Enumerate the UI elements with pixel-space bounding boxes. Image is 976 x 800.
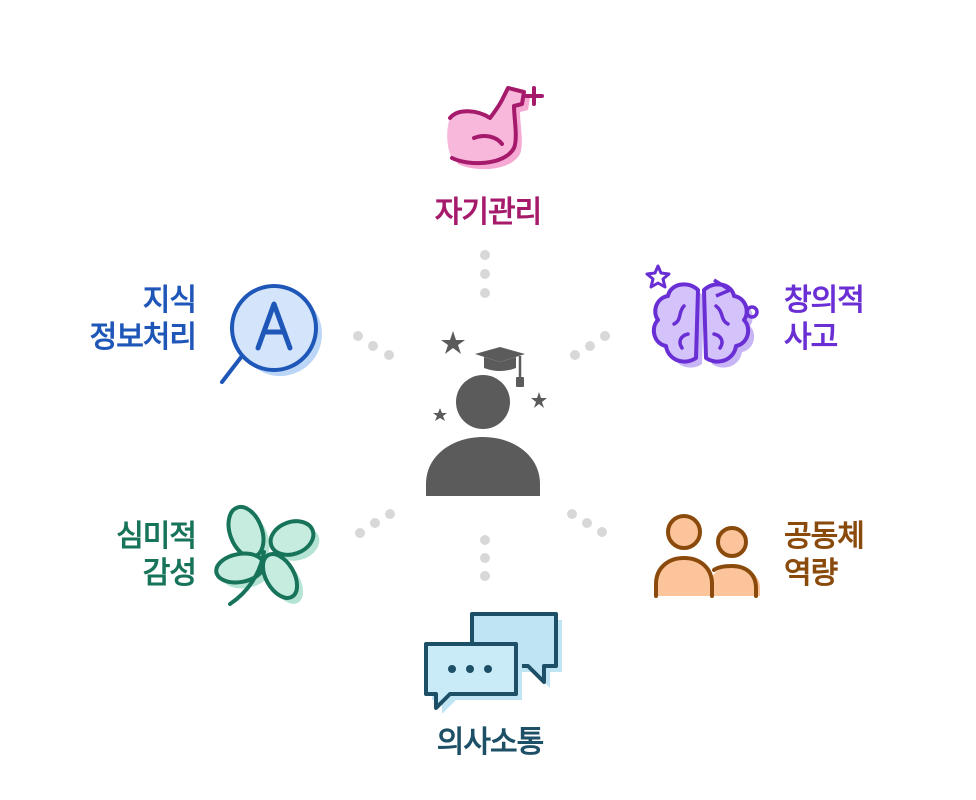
- clover-icon: [214, 504, 320, 606]
- label-self-management: 자기관리: [434, 195, 542, 230]
- label-aesthetic: 심미적 감성: [116, 519, 197, 591]
- graduate-person-icon: [426, 331, 547, 496]
- label-creative-thinking: 창의적 사고: [784, 283, 865, 355]
- label-knowledge: 지식 정보처리: [89, 283, 197, 355]
- speech-bubbles-icon: [424, 612, 562, 714]
- two-people-icon: [654, 514, 760, 598]
- magnifier-a-icon: [220, 284, 322, 384]
- label-communication: 의사소통: [436, 725, 544, 760]
- muscle-arm-icon: [447, 86, 544, 170]
- brain-lightbulb-icon: [645, 264, 759, 368]
- label-community: 공동체 역량: [784, 519, 865, 591]
